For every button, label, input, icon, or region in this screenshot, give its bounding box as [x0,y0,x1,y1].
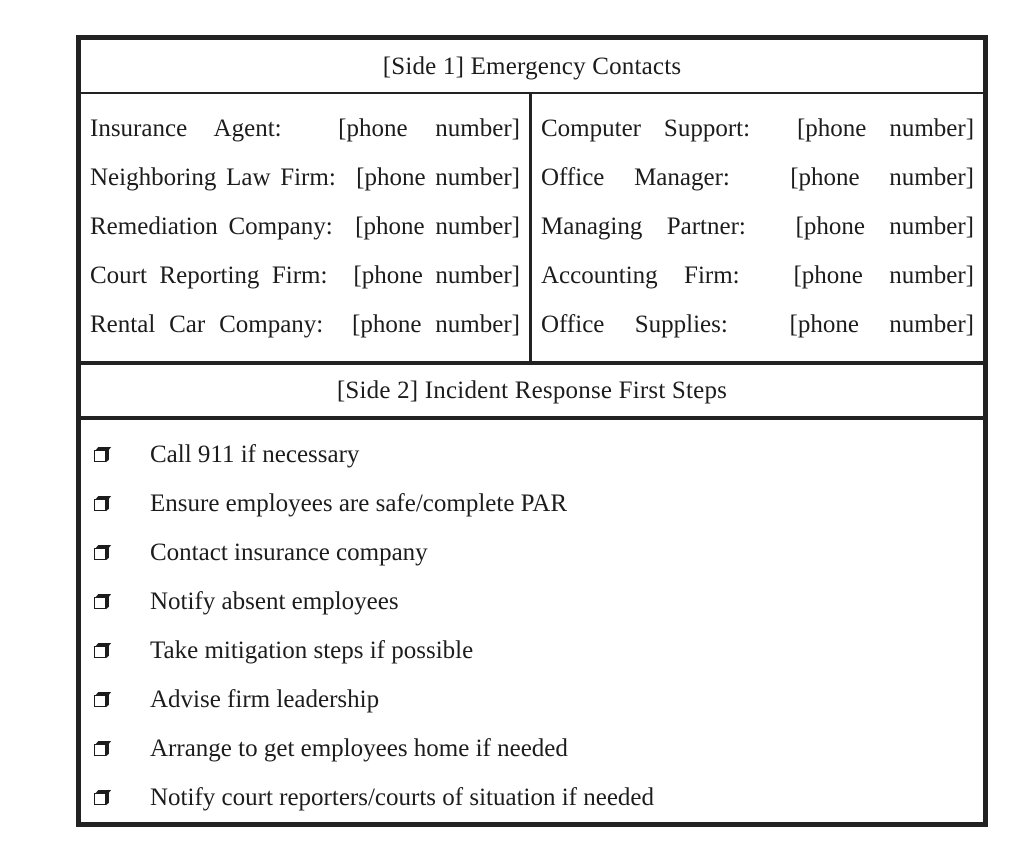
contact-label: Neighboring Law Firm: [90,164,336,192]
box-3d-unchecked-icon[interactable] [94,544,111,560]
checkbox-cell[interactable] [81,446,143,462]
contact-row: Rental Car Company: [phone number] [90,300,520,349]
box-3d-unchecked-icon[interactable] [94,495,111,511]
contacts-left-column: Insurance Agent: [phone number] Neighbor… [81,94,532,362]
contact-value: [phone number] [789,311,974,339]
checklist-item[interactable]: Arrange to get employees home if needed [81,724,983,773]
contact-label: Insurance Agent: [90,115,282,143]
contact-row: Managing Partner: [phone number] [541,202,974,251]
contact-value: [phone number] [356,164,520,192]
checklist-item-label: Notify court reporters/courts of situati… [150,784,655,811]
checklist-item[interactable]: Contact insurance company [81,528,983,577]
box-3d-unchecked-icon[interactable] [94,642,111,658]
contact-label: Remediation Company: [90,213,333,241]
side1-header: [Side 1] Emergency Contacts [81,40,983,95]
contact-value: [phone number] [793,262,974,290]
side1-header-text: [Side 1] Emergency Contacts [382,52,682,80]
emergency-contacts-table: Insurance Agent: [phone number] Neighbor… [81,94,983,366]
contact-value: [phone number] [338,115,520,143]
contact-value: [phone number] [796,115,974,143]
checkbox-cell[interactable] [81,544,143,560]
contact-row: Office Manager: [phone number] [541,153,974,202]
contact-label: Court Reporting Firm: [90,262,328,290]
contact-row: Computer Support: [phone number] [541,104,974,153]
checkbox-cell[interactable] [81,495,143,511]
emergency-card: [Side 1] Emergency Contacts Insurance Ag… [76,35,988,827]
contact-label: Accounting Firm: [541,262,740,290]
checklist-item-label: Contact insurance company [150,539,428,566]
contact-label: Office Supplies: [541,311,728,339]
contact-value: [phone number] [795,213,974,241]
contact-row: Remediation Company: [phone number] [90,202,520,251]
checklist-item[interactable]: Notify absent employees [81,577,983,626]
checkbox-cell[interactable] [81,691,143,707]
checklist-item-label: Ensure employees are safe/complete PAR [150,490,568,517]
contact-label: Office Manager: [541,164,730,192]
contact-row: Office Supplies: [phone number] [541,300,974,349]
checkbox-cell[interactable] [81,642,143,658]
checklist-item-label: Call 911 if necessary [150,441,360,468]
box-3d-unchecked-icon[interactable] [94,593,111,609]
side2-header-text: [Side 2] Incident Response First Steps [336,377,728,405]
contacts-right-column: Computer Support: [phone number] Office … [532,94,983,361]
checklist-item[interactable]: Call 911 if necessary [81,430,983,479]
checkbox-cell[interactable] [81,593,143,609]
checklist-item[interactable]: Notify court reporters/courts of situati… [81,773,983,822]
contact-row: Court Reporting Firm: [phone number] [90,251,520,300]
contact-value: [phone number] [352,311,520,339]
incident-response-checklist: Call 911 if necessary Ensure employees a… [81,420,983,822]
side2-header: [Side 2] Incident Response First Steps [81,365,983,420]
checklist-item[interactable]: Ensure employees are safe/complete PAR [81,479,983,528]
box-3d-unchecked-icon[interactable] [94,740,111,756]
contact-row: Accounting Firm: [phone number] [541,251,974,300]
checklist-item[interactable]: Advise firm leadership [81,675,983,724]
contact-label: Computer Support: [541,115,751,143]
contact-row: Neighboring Law Firm: [phone number] [90,153,520,202]
contact-row: Insurance Agent: [phone number] [90,104,520,153]
box-3d-unchecked-icon[interactable] [94,691,111,707]
checklist-item-label: Take mitigation steps if possible [150,637,474,664]
box-3d-unchecked-icon[interactable] [94,789,111,805]
contact-value: [phone number] [353,262,520,290]
checkbox-cell[interactable] [81,789,143,805]
contact-value: [phone number] [790,164,974,192]
checklist-item-label: Arrange to get employees home if needed [150,735,568,762]
contact-value: [phone number] [355,213,520,241]
checkbox-cell[interactable] [81,740,143,756]
box-3d-unchecked-icon[interactable] [94,446,111,462]
contact-label: Rental Car Company: [90,311,324,339]
checklist-item[interactable]: Take mitigation steps if possible [81,626,983,675]
checklist-item-label: Advise firm leadership [150,686,380,713]
checklist-item-label: Notify absent employees [150,588,399,615]
contact-label: Managing Partner: [541,213,746,241]
